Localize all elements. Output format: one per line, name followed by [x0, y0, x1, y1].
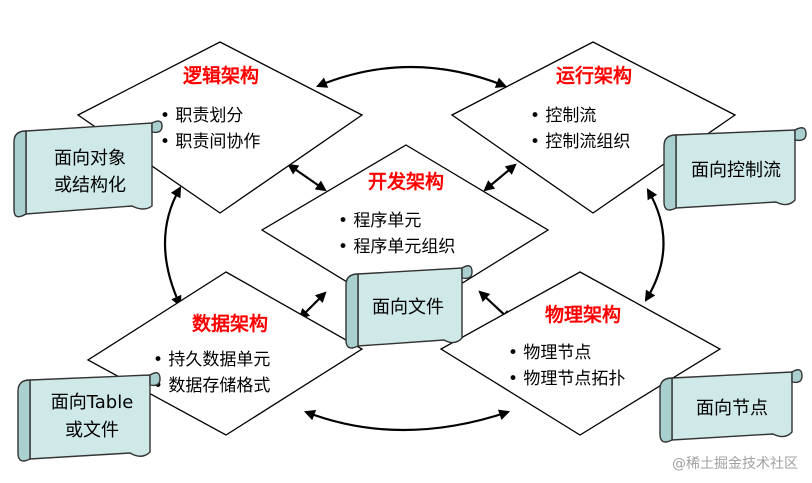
development-bullet-2: • 程序单元组织 [338, 237, 455, 257]
development-title: 开发架构 [368, 170, 444, 193]
logical-scroll-line-2: 或结构化 [54, 175, 126, 196]
development-architecture-node: 开发架构 • 程序单元 • 程序单元组织 [260, 144, 550, 319]
data-architecture-node: 数据架构 • 持久数据单元 • 数据存储格式 [86, 271, 364, 436]
data-scroll-line-1: 面向Table [51, 392, 134, 413]
physical-bullet-2: • 物理节点拓扑 [508, 369, 625, 389]
runtime-bullet-1: • 控制流 [530, 106, 596, 126]
logical-architecture-node: 逻辑架构 • 职责划分 • 职责间协作 [76, 41, 364, 214]
runtime-bullet-2: • 控制流组织 [530, 132, 630, 152]
physical-title: 物理架构 [545, 303, 621, 326]
physical-architecture-node: 物理架构 • 物理节点 • 物理节点拓扑 [439, 271, 722, 436]
logical-scroll: 面向对象 或结构化 [13, 120, 163, 218]
data-scroll-line-2: 或文件 [65, 420, 119, 441]
arrow-data-development [298, 291, 327, 320]
development-bullet-1: • 程序单元 [338, 211, 421, 231]
data-diamond [86, 271, 364, 436]
logical-bullet-2: • 职责间协作 [160, 132, 260, 152]
arrow-logical-data [163, 186, 182, 307]
connector-arrows [163, 65, 665, 432]
watermark-text: @稀土掘金技术社区 [672, 456, 798, 472]
arrow-logical-runtime [315, 65, 508, 88]
runtime-scroll-line-1: 面向控制流 [691, 160, 781, 181]
runtime-architecture-node: 运行架构 • 控制流 • 控制流组织 [450, 41, 737, 214]
development-scroll-line-1: 面向文件 [372, 297, 444, 318]
logical-diamond [76, 41, 364, 214]
data-bullet-2: • 数据存储格式 [153, 376, 270, 396]
data-title: 数据架构 [192, 312, 268, 335]
data-bullet-1: • 持久数据单元 [153, 350, 270, 370]
arrow-runtime-development [483, 163, 517, 192]
logical-title: 逻辑架构 [183, 64, 259, 87]
physical-scroll: 面向节点 [659, 369, 803, 443]
runtime-title: 运行架构 [556, 64, 632, 87]
arrow-data-physical [303, 409, 511, 432]
physical-scroll-line-1: 面向节点 [696, 398, 768, 419]
development-scroll: 面向文件 [345, 265, 473, 349]
data-scroll: 面向Table 或文件 [17, 372, 161, 462]
logical-scroll-line-1: 面向对象 [54, 148, 126, 169]
runtime-diamond [450, 41, 737, 214]
arrow-logical-development [287, 163, 327, 192]
runtime-scroll: 面向控制流 [663, 127, 807, 211]
physical-bullet-1: • 物理节点 [508, 343, 591, 363]
logical-bullet-1: • 职责划分 [160, 106, 243, 126]
arrow-runtime-physical [644, 188, 665, 302]
physical-diamond [439, 271, 722, 436]
